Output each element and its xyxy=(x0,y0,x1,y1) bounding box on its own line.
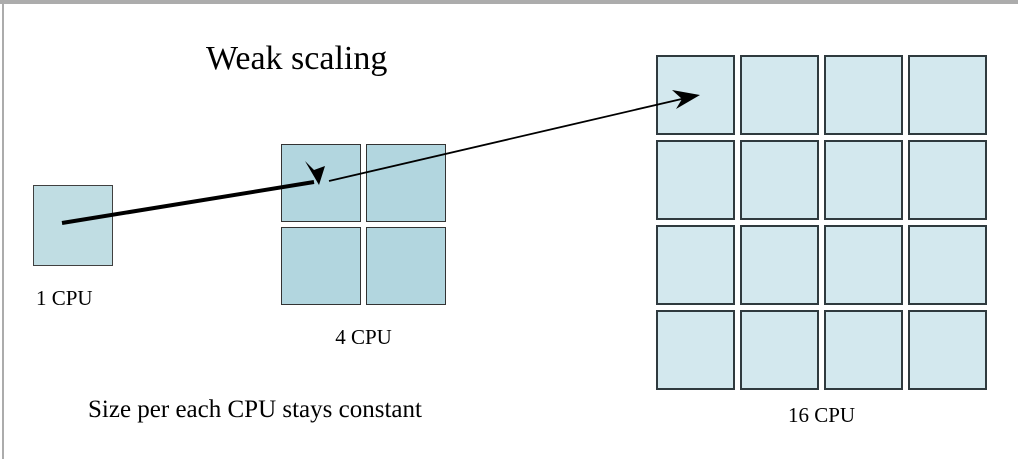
label-1-cpu: 1 CPU xyxy=(36,286,93,310)
cpu-cell xyxy=(824,225,903,305)
cpu-grid-4 xyxy=(281,144,446,305)
cpu-cell xyxy=(656,310,735,390)
cpu-cell xyxy=(366,227,446,305)
cpu-grid-16 xyxy=(656,55,987,390)
cpu-cell xyxy=(656,225,735,305)
cpu-cell xyxy=(656,55,735,135)
caption-text: Size per each CPU stays constant xyxy=(88,396,422,423)
cpu-cell xyxy=(33,185,113,266)
cpu-cell xyxy=(281,144,361,222)
window-left-border xyxy=(2,0,4,459)
cpu-cell xyxy=(824,140,903,220)
cpu-cell xyxy=(281,227,361,305)
cpu-cell xyxy=(656,140,735,220)
cpu-cell xyxy=(908,55,987,135)
cpu-cell xyxy=(740,225,819,305)
diagram-title: Weak scaling xyxy=(206,40,388,77)
cpu-grid-1 xyxy=(33,185,113,266)
cpu-cell xyxy=(908,310,987,390)
cpu-cell xyxy=(824,55,903,135)
label-4-cpu: 4 CPU xyxy=(335,325,392,349)
cpu-cell xyxy=(824,310,903,390)
cpu-cell xyxy=(740,140,819,220)
cpu-cell xyxy=(366,144,446,222)
cpu-cell xyxy=(740,310,819,390)
window-top-border xyxy=(0,0,1018,4)
cpu-cell xyxy=(740,55,819,135)
label-16-cpu: 16 CPU xyxy=(787,403,856,427)
cpu-cell xyxy=(908,225,987,305)
cpu-cell xyxy=(908,140,987,220)
